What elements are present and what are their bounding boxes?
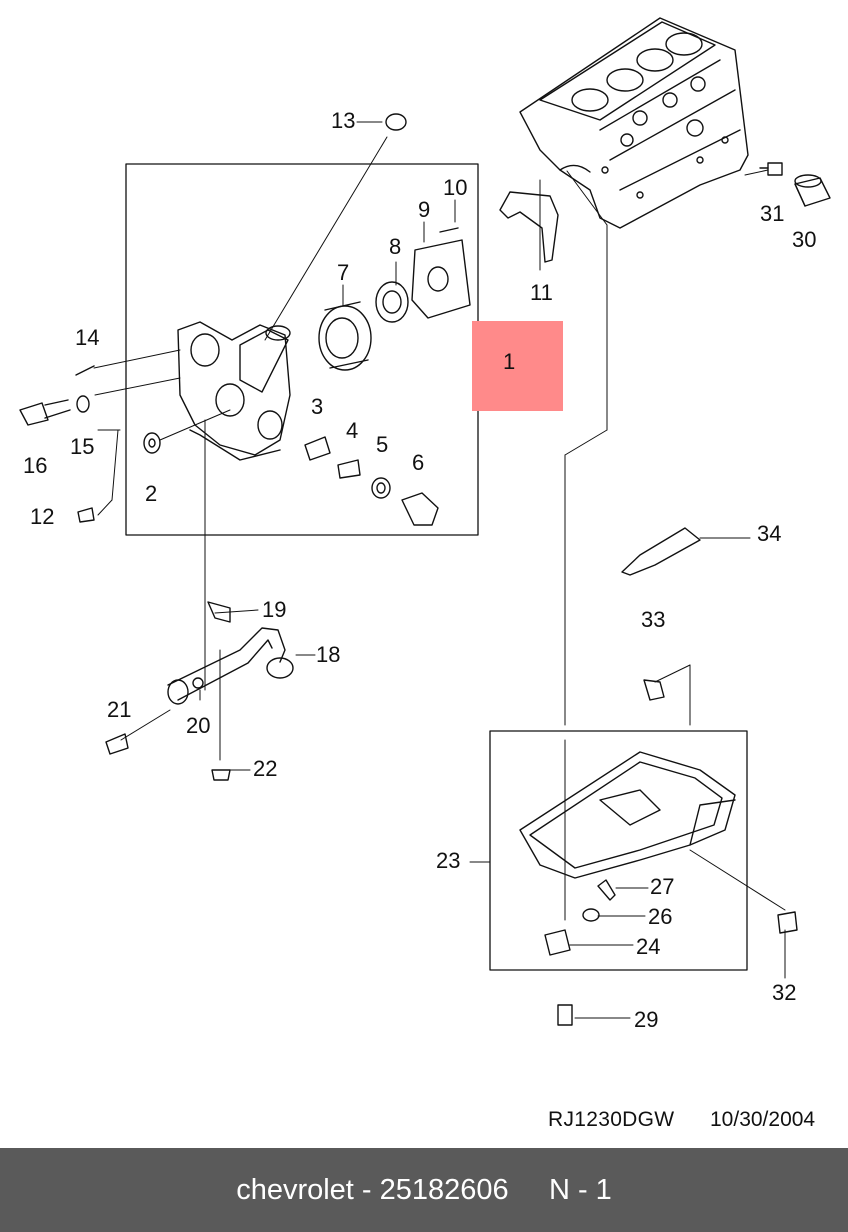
rear-seal-gasket-drawing (499, 191, 559, 263)
drawing-date: 10/30/2004 (710, 1108, 816, 1131)
part-label-29[interactable]: 29 (634, 1007, 659, 1032)
footer-bar: chevrolet - 25182606 N - 1 (0, 1148, 848, 1232)
part-label-9[interactable]: 9 (418, 197, 431, 222)
part-label-34[interactable]: 34 (757, 521, 782, 546)
part-label-16[interactable]: 16 (23, 453, 48, 478)
part-label-6[interactable]: 6 (412, 450, 425, 475)
part-label-21[interactable]: 21 (107, 697, 132, 722)
part-label-19[interactable]: 19 (262, 597, 287, 622)
fasteners-drawing (19, 113, 407, 523)
drain-plug-right-drawing (777, 911, 798, 934)
pump-gears-drawing (318, 227, 471, 371)
part-label-8[interactable]: 8 (389, 234, 402, 259)
engine-block-drawing (519, 17, 749, 229)
part-label-23[interactable]: 23 (436, 848, 461, 873)
part-label-32[interactable]: 32 (772, 980, 797, 1005)
part-label-3[interactable]: 3 (311, 394, 324, 419)
part-label-13[interactable]: 13 (331, 108, 356, 133)
part-label-5[interactable]: 5 (376, 432, 389, 457)
part-label-24[interactable]: 24 (636, 934, 661, 959)
part-label-12[interactable]: 12 (30, 504, 55, 529)
part-label-1[interactable]: 1 (503, 349, 516, 374)
part-label-7[interactable]: 7 (337, 260, 350, 285)
part-label-10[interactable]: 10 (443, 175, 468, 200)
part-label-31[interactable]: 31 (760, 201, 785, 226)
drain-plug-upper-drawing (643, 679, 665, 701)
oil-pickup-drawing (105, 601, 294, 781)
part-label-15[interactable]: 15 (70, 434, 95, 459)
oil-pan-drawing (519, 751, 736, 1026)
part-label-30[interactable]: 30 (792, 227, 817, 252)
part-label-14[interactable]: 14 (75, 325, 100, 350)
leader-lines (93, 121, 786, 1019)
part-label-2[interactable]: 2 (145, 481, 158, 506)
part-label-27[interactable]: 27 (650, 874, 675, 899)
oil-pan-frame (489, 730, 748, 971)
footer-text: chevrolet - 25182606 N - 1 (236, 1173, 612, 1206)
relief-valve-parts-drawing (143, 432, 439, 526)
part-label-18[interactable]: 18 (316, 642, 341, 667)
oil-filter-drawing (759, 162, 831, 207)
sealant-tube-drawing (621, 527, 701, 576)
part-label-22[interactable]: 22 (253, 756, 278, 781)
selected-part-highlight (472, 321, 563, 411)
part-label-20[interactable]: 20 (186, 713, 211, 738)
part-label-4[interactable]: 4 (346, 418, 359, 443)
drawing-code: RJ1230DGW (548, 1108, 675, 1131)
part-label-33[interactable]: 33 (641, 607, 666, 632)
oil-pump-body-drawing (177, 321, 291, 461)
part-label-11[interactable]: 11 (530, 280, 553, 305)
part-label-26[interactable]: 26 (648, 904, 673, 929)
